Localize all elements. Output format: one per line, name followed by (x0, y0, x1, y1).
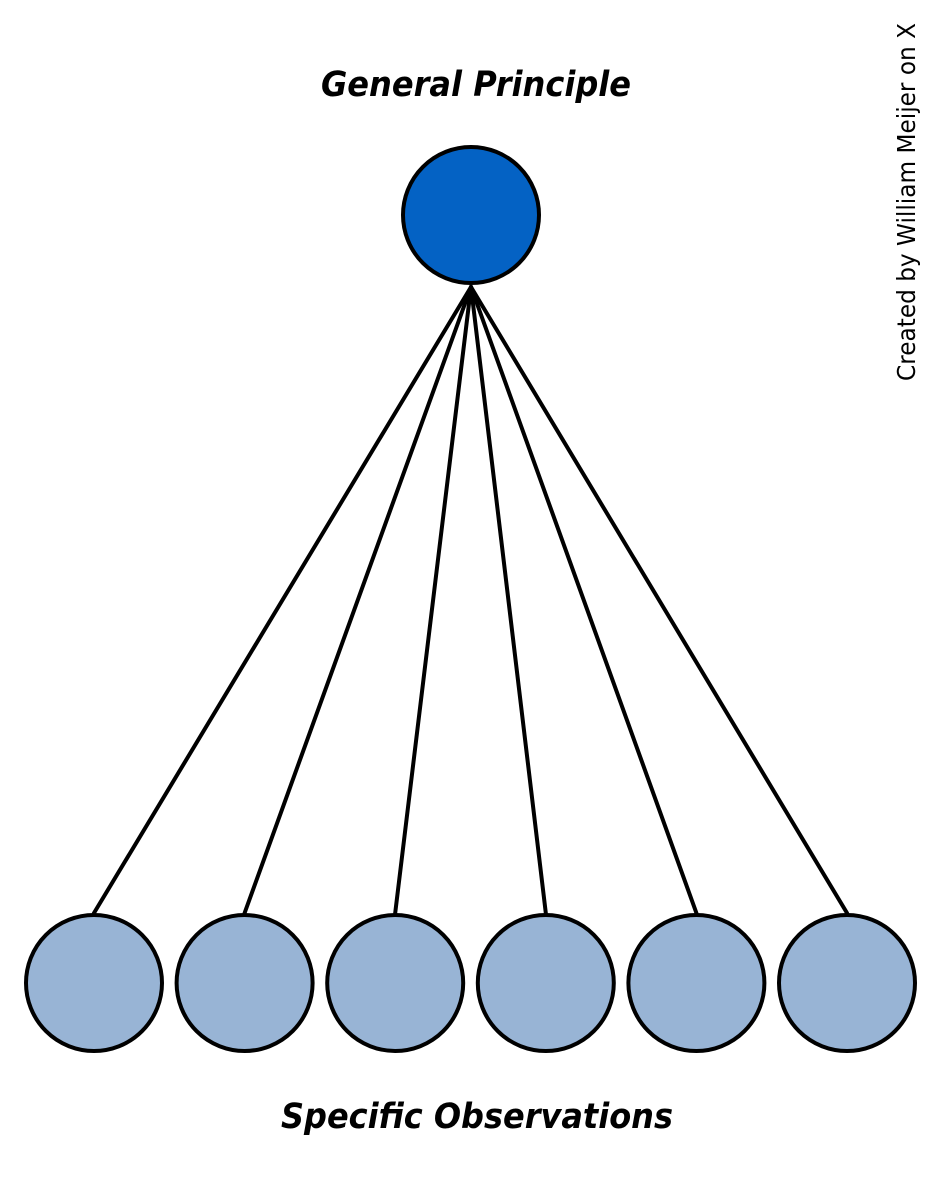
connector-group (92, 285, 849, 915)
observation-node-5 (626, 913, 767, 1053)
connector-line-6 (469, 285, 849, 915)
connector-line-2 (242, 285, 473, 915)
principle-node (401, 145, 541, 285)
principle-label: General Principle (321, 65, 631, 105)
credit-text: Created by William Meijer on X (892, 23, 921, 381)
connector-line-3 (393, 285, 473, 915)
observation-node-group (24, 913, 917, 1053)
connector-line-4 (469, 285, 548, 915)
observation-node-1 (24, 913, 164, 1053)
connector-line-5 (469, 285, 699, 915)
observation-node-4 (475, 913, 616, 1053)
observation-node-2 (174, 913, 315, 1053)
connector-line-1 (92, 285, 473, 915)
observation-node-3 (325, 913, 466, 1053)
observations-label: Specific Observations (281, 1097, 673, 1137)
observation-node-6 (777, 913, 917, 1053)
